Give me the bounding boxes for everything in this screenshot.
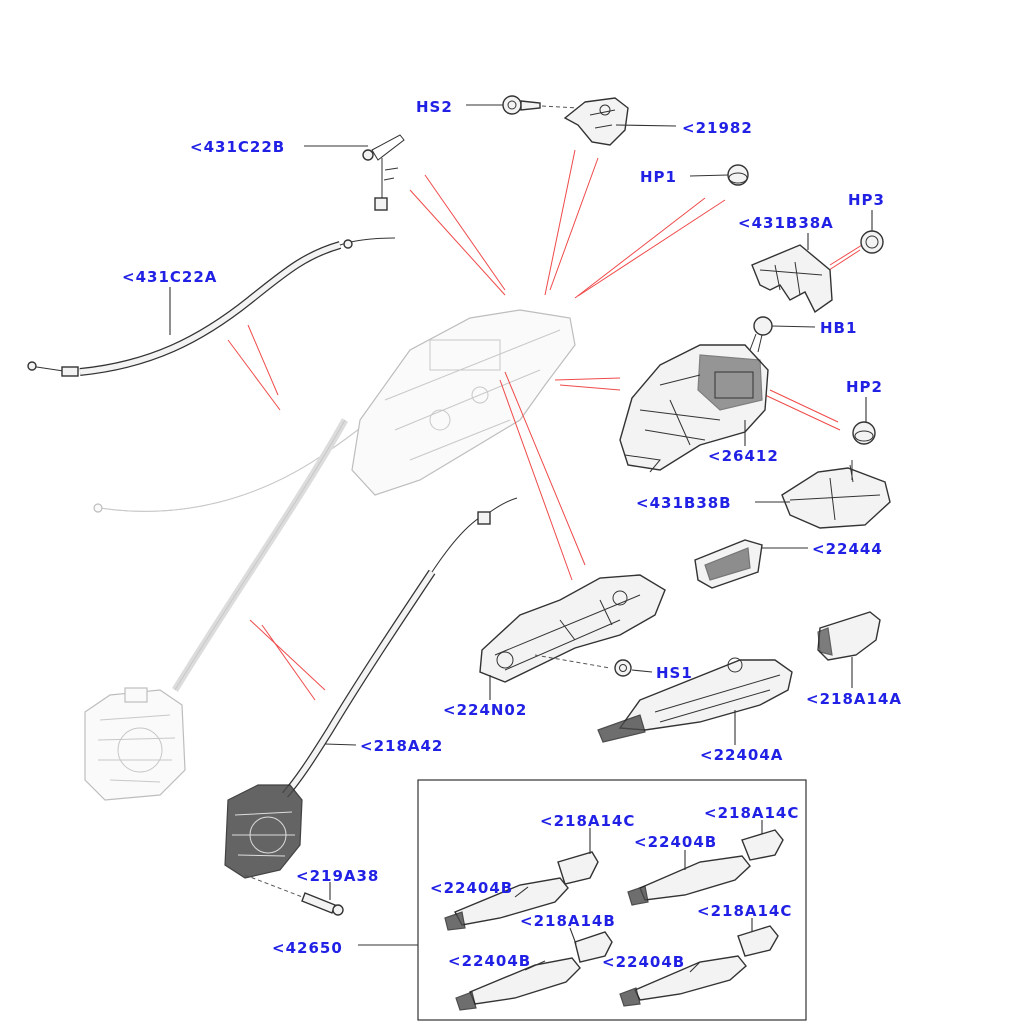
bolt-hb1 <box>749 316 773 353</box>
label-218a14a: <218A14A <box>806 690 902 708</box>
label-hb1: HB1 <box>820 319 857 337</box>
label-22404b-4: <22404B <box>602 953 685 971</box>
cap-218a14a <box>817 611 881 661</box>
label-431c22a: <431C22A <box>122 268 217 286</box>
handle-22404a <box>597 657 793 743</box>
label-431c22b: <431C22B <box>190 138 285 156</box>
bracket-22444 <box>694 539 763 589</box>
label-22404b-2: <22404B <box>430 879 513 897</box>
cable-218a42 <box>281 497 518 798</box>
label-26412: <26412 <box>708 447 779 465</box>
callouts: HS2 <21982 <431C22B HP1 HP3 <431B38A <43… <box>122 98 902 971</box>
label-224n02: <224N02 <box>443 701 527 719</box>
variant-inset <box>417 779 807 1021</box>
label-218a14c-3: <218A14C <box>697 902 792 920</box>
label-22444: <22444 <box>812 540 883 558</box>
label-431b38b: <431B38B <box>636 494 732 512</box>
explode-rays <box>227 149 863 701</box>
latch-42650 <box>224 784 306 899</box>
cable-end-431c22b <box>362 134 405 211</box>
ghost-handle-carrier <box>351 309 576 496</box>
inset-handle-2 <box>627 829 784 906</box>
ghost-latch <box>84 687 186 801</box>
label-431b38a: <431B38A <box>738 214 834 232</box>
ghost-assembly <box>84 309 576 801</box>
label-22404b-1: <22404B <box>634 833 717 851</box>
latch-26412 <box>619 344 769 473</box>
cover-431b38a <box>751 244 833 314</box>
label-42650: <42650 <box>272 939 343 957</box>
label-hs2: HS2 <box>416 98 453 116</box>
screw-hs2 <box>502 95 579 115</box>
cover-431b38b <box>781 460 891 529</box>
pin-219a38 <box>301 892 344 916</box>
plug-hp1 <box>727 164 749 186</box>
label-22404a: <22404A <box>700 746 783 764</box>
inset-handle-1 <box>444 851 599 931</box>
inset-handle-4 <box>619 925 779 1007</box>
label-hp2: HP2 <box>846 378 883 396</box>
label-218a14b: <218A14B <box>520 912 616 930</box>
label-218a42: <218A42 <box>360 737 443 755</box>
label-218a14c-1: <218A14C <box>540 812 635 830</box>
carrier-224n02 <box>479 574 666 683</box>
label-218a14c-2: <218A14C <box>704 804 799 822</box>
label-hp1: HP1 <box>640 168 677 186</box>
label-21982: <21982 <box>682 119 753 137</box>
screw-hs1 <box>614 659 632 677</box>
plug-hp2 <box>852 421 876 445</box>
plug-hp3 <box>860 230 884 254</box>
inset-handle-3 <box>455 931 613 1011</box>
label-hp3: HP3 <box>848 191 885 209</box>
cable-431c22a <box>27 237 396 377</box>
label-hs1: HS1 <box>656 664 693 682</box>
label-219a38: <219A38 <box>296 867 379 885</box>
label-22404b-3: <22404B <box>448 952 531 970</box>
striker-21982 <box>563 97 629 146</box>
leader-lines <box>169 104 873 973</box>
